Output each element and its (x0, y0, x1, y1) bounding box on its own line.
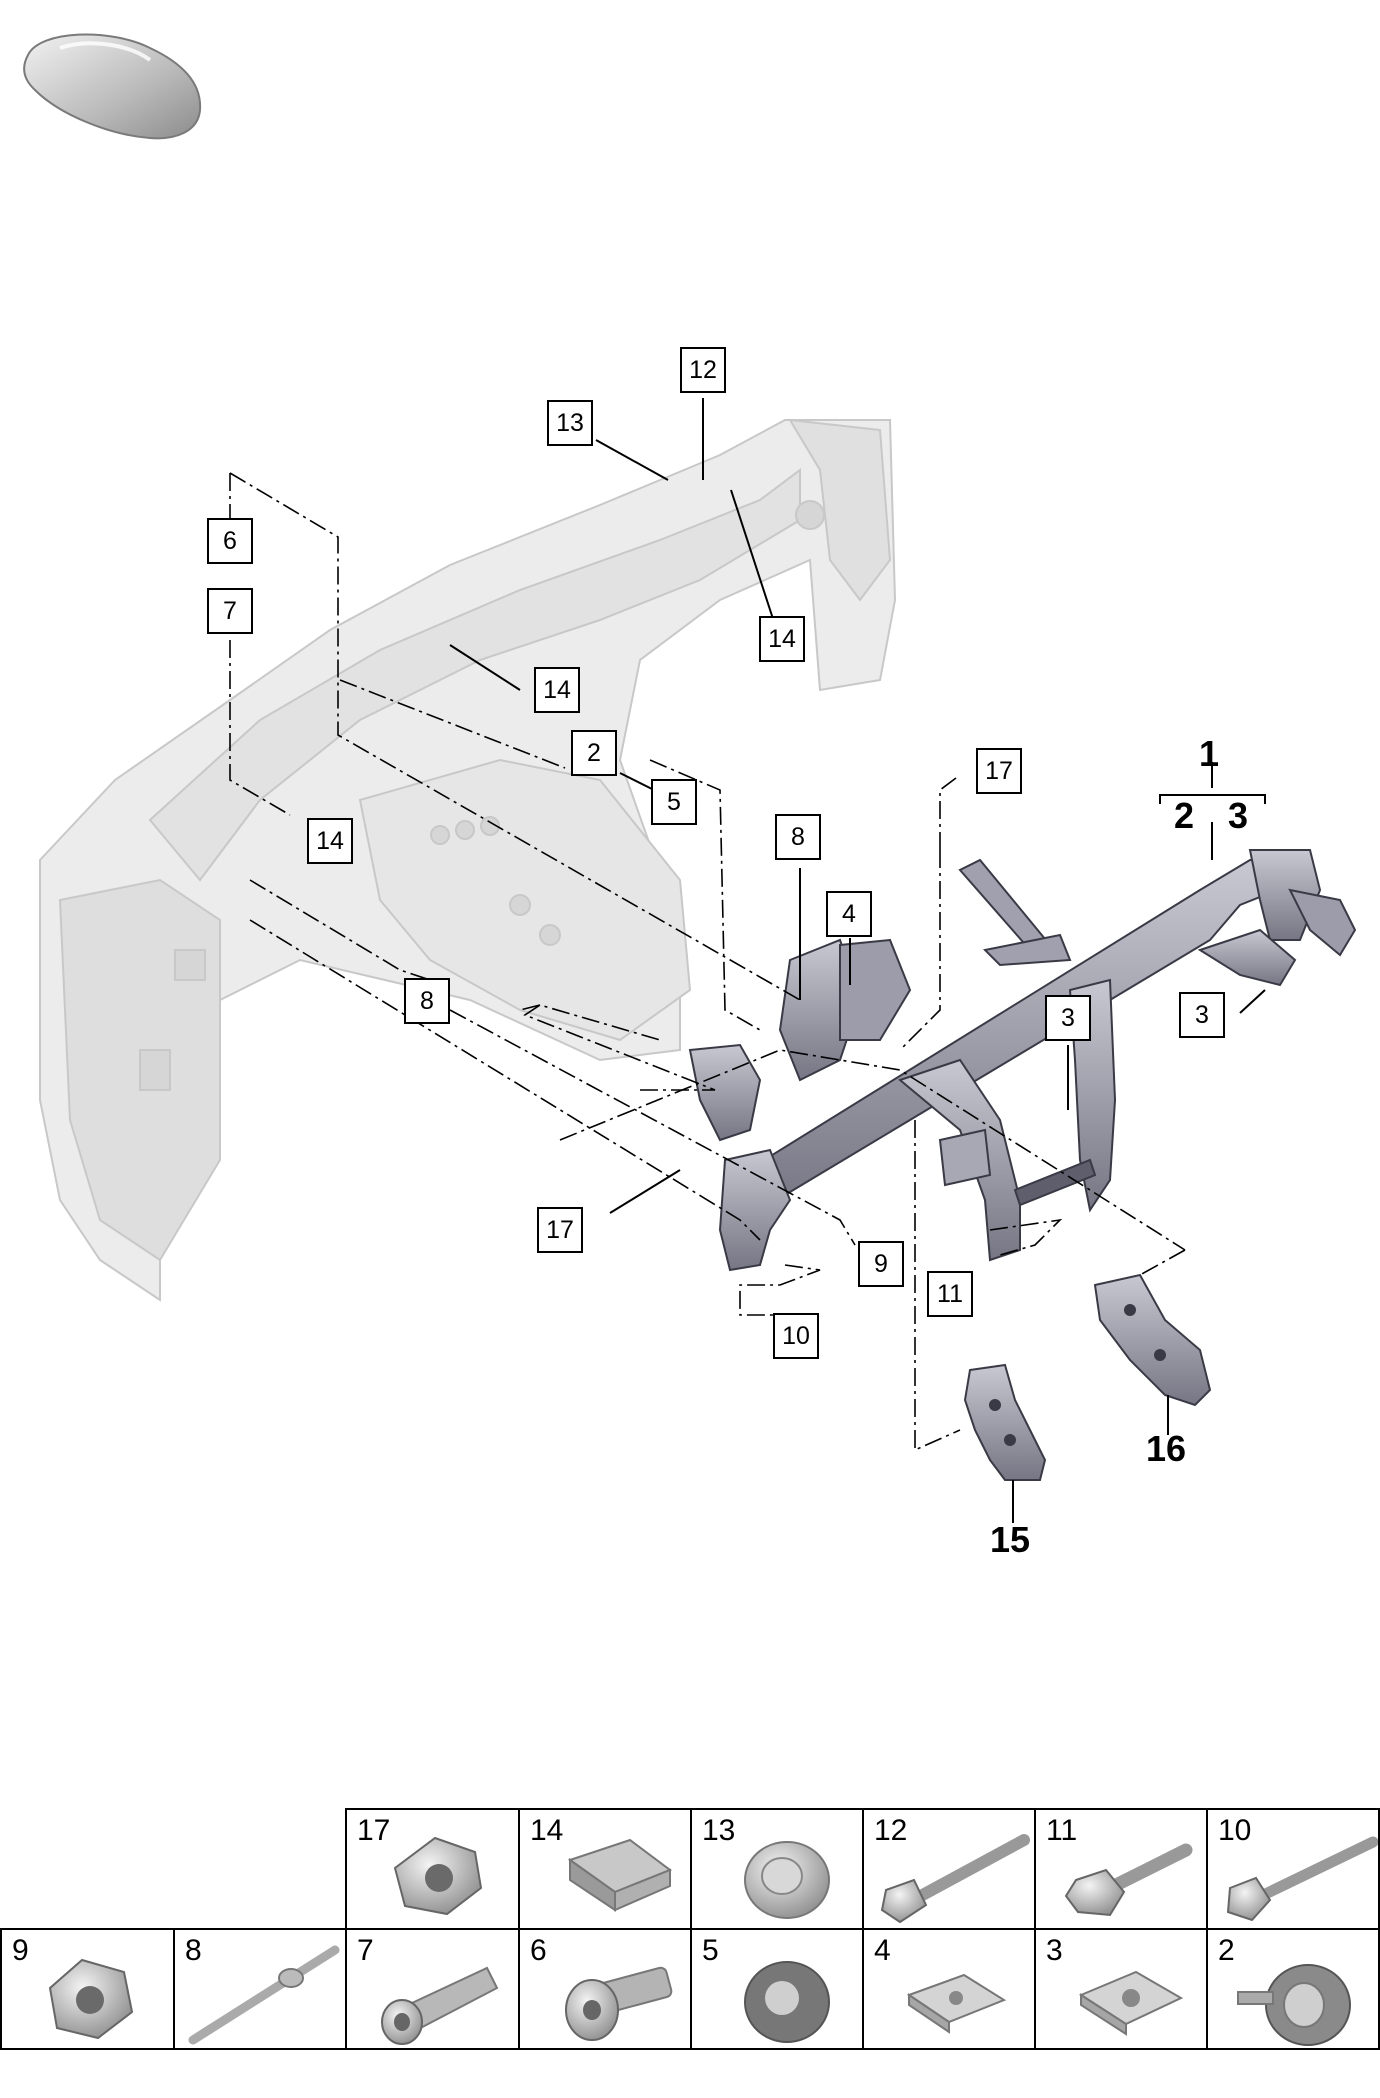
callout-14-right: 14 (759, 616, 805, 662)
callout-8-top: 8 (775, 814, 821, 860)
label-1: 1 (1199, 733, 1220, 774)
callout-4: 4 (826, 891, 872, 937)
callout-9: 9 (858, 1241, 904, 1287)
body-structure-ghost (39, 418, 897, 1302)
callout-14-left: 14 (307, 818, 353, 864)
callout-11: 11 (927, 1271, 973, 1317)
callout-3-right: 3 (1179, 992, 1225, 1038)
callout-3-center: 3 (1045, 995, 1091, 1041)
callout-6: 6 (207, 518, 253, 564)
callout-7: 7 (207, 588, 253, 634)
callout-10: 10 (773, 1313, 819, 1359)
callout-17-top: 17 (976, 748, 1022, 794)
callout-8-left: 8 (404, 978, 450, 1024)
label-3: 3 (1228, 795, 1249, 836)
callout-5: 5 (651, 779, 697, 825)
label-2: 2 (1174, 795, 1195, 836)
alignment-lines (229, 472, 1186, 1452)
cross-car-beam (688, 849, 1357, 1272)
callout-2: 2 (571, 730, 617, 776)
callout-13: 13 (547, 400, 593, 446)
vehicle-thumbnail (23, 33, 202, 140)
callout-14-center: 14 (534, 667, 580, 713)
bracket-16 (1093, 1273, 1212, 1407)
callout-17-bottom: 17 (537, 1207, 583, 1253)
callout-12: 12 (680, 347, 726, 393)
bracket-15 (963, 1363, 1047, 1481)
leader-lines (449, 398, 1266, 1523)
label-16: 16 (1146, 1428, 1187, 1469)
label-15: 15 (990, 1519, 1031, 1560)
